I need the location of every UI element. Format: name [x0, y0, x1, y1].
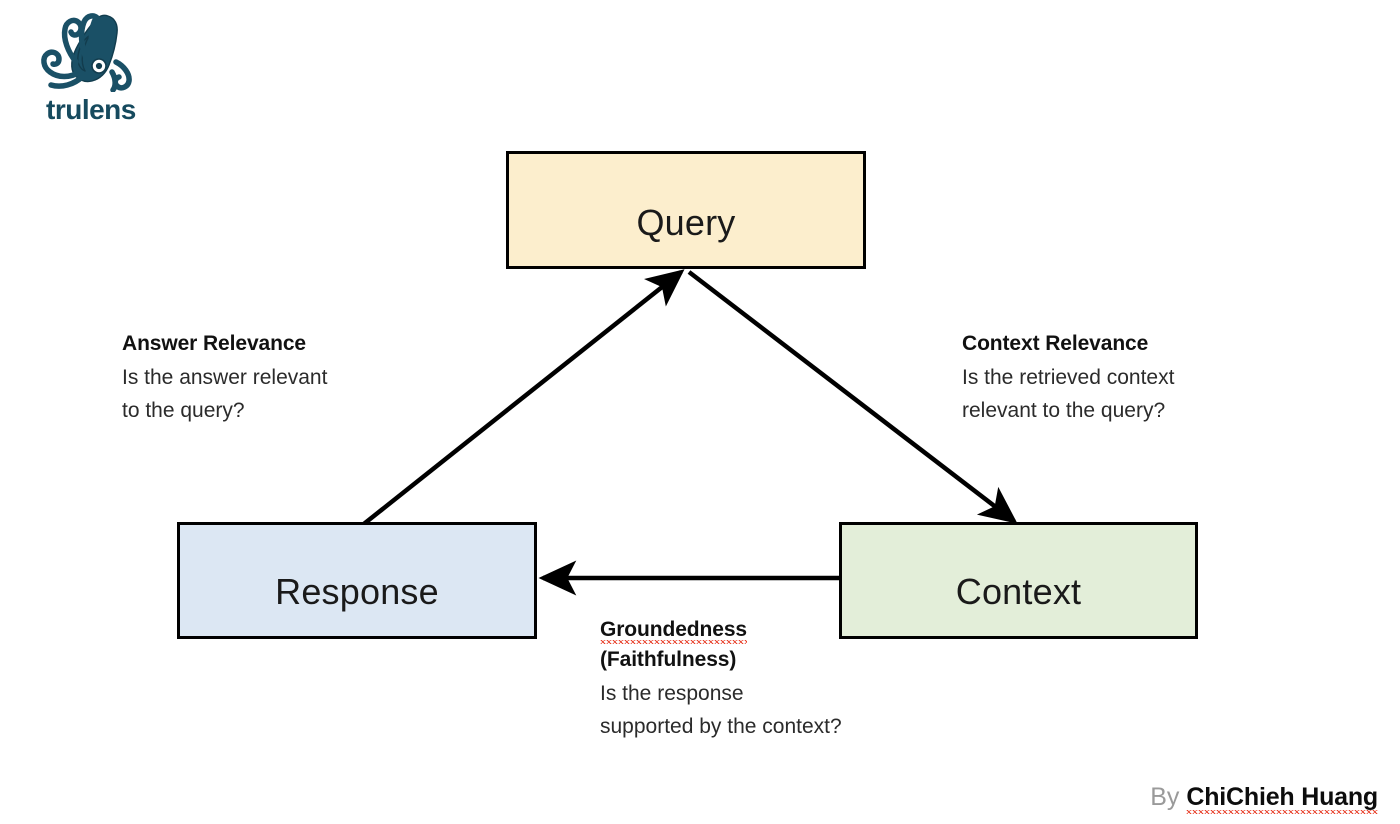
answer-relevance-body: Is the answer relevant to the query? — [122, 365, 328, 423]
node-query[interactable]: Query — [506, 151, 866, 269]
groundedness-heading-line2: (Faithfulness) — [600, 647, 737, 671]
node-context[interactable]: Context — [839, 522, 1198, 639]
groundedness-heading-line1: Groundedness — [600, 617, 842, 644]
brand-wordmark: trulens — [46, 94, 136, 125]
annotation-context-relevance: Context Relevance Is the retrieved conte… — [962, 330, 1174, 428]
groundedness-term-misspelled: Groundedness — [600, 618, 747, 645]
annotation-groundedness: Groundedness (Faithfulness) Is the respo… — [600, 617, 842, 744]
node-response-label: Response — [275, 570, 439, 612]
credit-prefix: By — [1150, 783, 1180, 811]
credit-author: ChiChieh Huang — [1186, 783, 1378, 815]
annotation-answer-relevance: Answer Relevance Is the answer relevant … — [122, 330, 327, 428]
node-query-label: Query — [636, 202, 736, 243]
trulens-logo: trulens — [20, 10, 150, 130]
squid-icon — [41, 13, 132, 92]
squid-eye — [91, 58, 107, 74]
answer-relevance-heading: Answer Relevance — [122, 332, 306, 355]
node-response[interactable]: Response — [177, 522, 537, 639]
node-context-label: Context — [955, 570, 1082, 612]
credit-line: By ChiChieh Huang — [1150, 782, 1378, 812]
context-relevance-body: Is the retrieved context relevant to the… — [962, 365, 1175, 423]
arrow-response-to-query — [358, 269, 685, 529]
groundedness-body: Is the response supported by the context… — [600, 681, 842, 739]
context-relevance-heading: Context Relevance — [962, 332, 1149, 355]
